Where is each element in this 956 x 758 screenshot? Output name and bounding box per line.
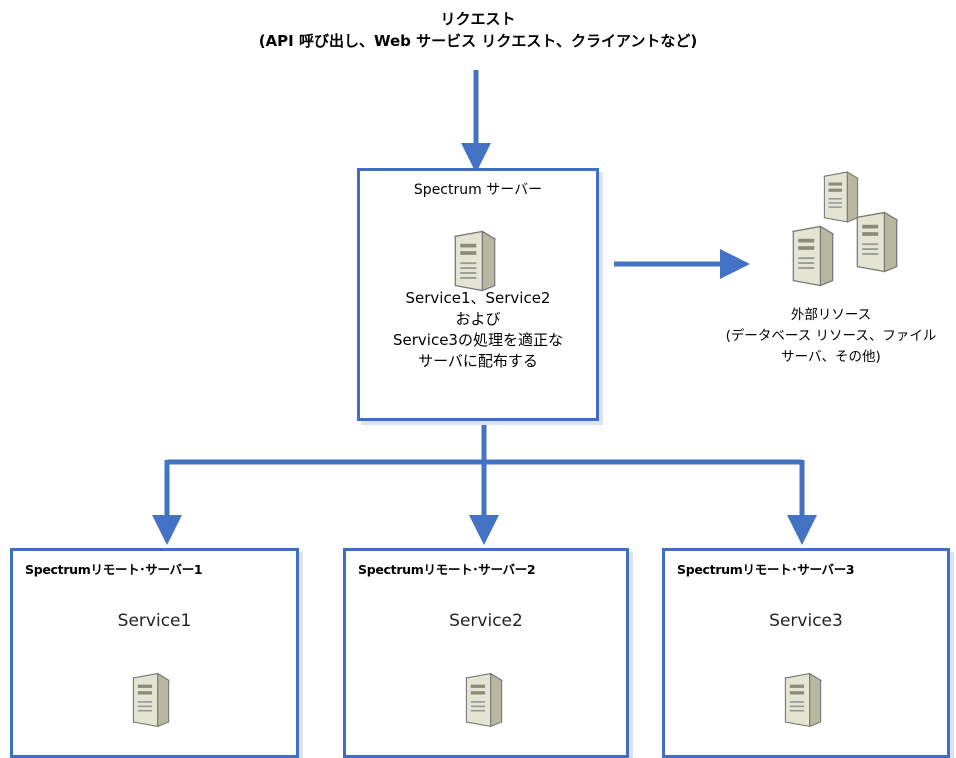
external-resources-line: 外部リソース (790, 307, 872, 323)
server-icon (783, 672, 823, 728)
server-icon (464, 672, 504, 728)
remote-server-box-1: Spectrumリモート･サーバー1 Service1 (10, 548, 299, 758)
external-resources-line: サーバ、その他) (781, 349, 881, 365)
server-icon (855, 211, 899, 273)
description-line: Service3の処理を適正な (393, 331, 563, 349)
external-resources-label: 外部リソース (データベース リソース、ファイル サーバ、その他) (700, 305, 956, 368)
server-icon (791, 225, 835, 287)
remote-server-box-2: Spectrumリモート･サーバー2 Service2 (343, 548, 629, 758)
server-icon (822, 171, 860, 223)
request-title: リクエスト (440, 10, 516, 28)
spectrum-server-title: Spectrum サーバー (413, 182, 543, 198)
remote-server-title: Spectrumリモート･サーバー2 (358, 562, 536, 577)
description-line: および (455, 310, 501, 328)
server-icon (453, 230, 497, 292)
spectrum-server-description: Service1、Service2 および Service3の処理を適正な サー… (360, 288, 596, 372)
remote-server-service: Service1 (117, 611, 192, 631)
request-label: リクエスト (API 呼び出し、Web サービス リクエスト、クライアントなど) (120, 8, 836, 52)
remote-server-service: Service2 (449, 611, 523, 631)
spectrum-server-box: Spectrum サーバー Service1、Service2 および Serv… (357, 168, 599, 421)
request-subtitle: (API 呼び出し、Web サービス リクエスト、クライアントなど) (258, 32, 698, 50)
server-icon (131, 672, 171, 728)
remote-server-title: Spectrumリモート･サーバー3 (677, 562, 855, 577)
description-line: Service1、Service2 (405, 289, 551, 307)
remote-server-service: Service3 (769, 611, 843, 631)
description-line: サーバに配布する (418, 352, 538, 370)
remote-server-title: Spectrumリモート･サーバー1 (25, 562, 203, 577)
external-resources-line: (データベース リソース、ファイル (725, 328, 937, 344)
remote-server-box-3: Spectrumリモート･サーバー3 Service3 (662, 548, 950, 758)
